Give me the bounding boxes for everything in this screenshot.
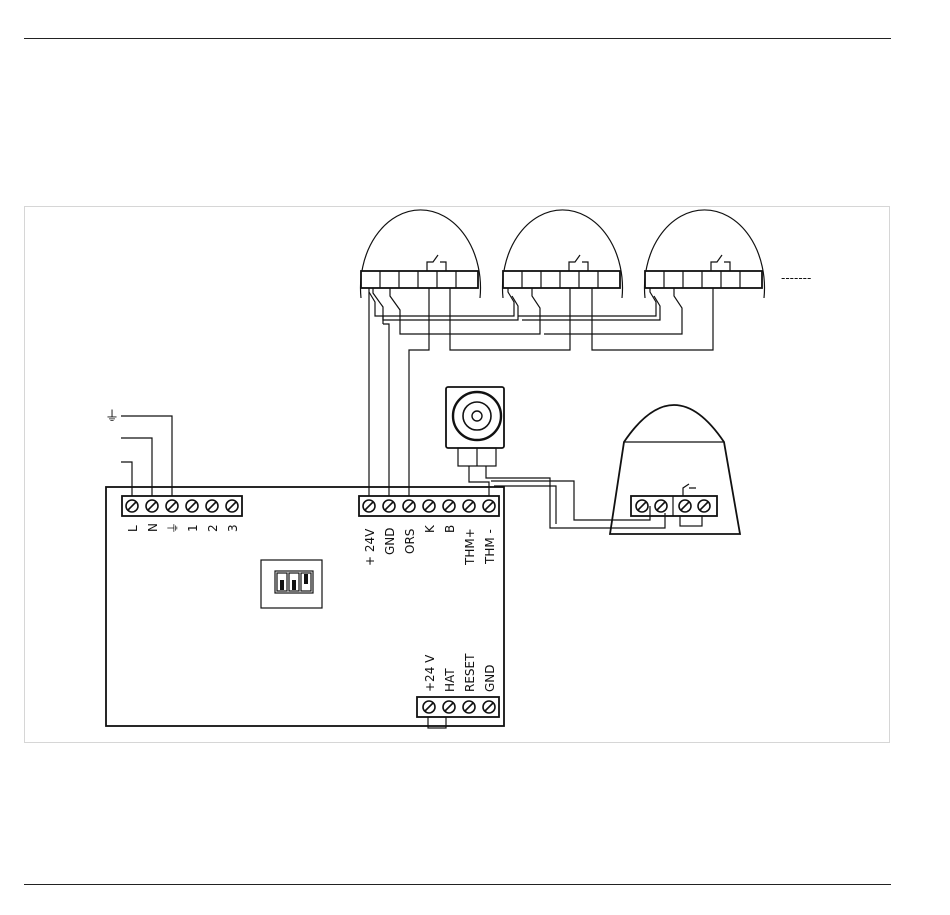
sounder xyxy=(446,387,504,466)
terminal-label-hat: HAT xyxy=(443,668,457,692)
terminal-label-24v: + 24V xyxy=(363,528,377,566)
terminal-label-1: 1 xyxy=(186,524,200,532)
detector-2 xyxy=(502,210,622,298)
terminal-label-3: 3 xyxy=(226,524,240,532)
mains-terminal-block xyxy=(122,496,242,516)
terminal-label-2: 2 xyxy=(206,524,220,532)
continuation-dashes: ------- xyxy=(781,271,811,285)
terminal-label-L: L xyxy=(126,525,140,532)
bus-feed-wiring xyxy=(369,288,429,496)
terminal-label-b: B xyxy=(443,525,457,533)
terminal-label-earth: ⏚ xyxy=(166,522,180,534)
terminal-label-gnd: GND xyxy=(383,527,397,555)
detector-3 xyxy=(644,210,764,298)
heat-detector xyxy=(610,405,740,534)
terminal-label-thm-plus: THM+ xyxy=(463,528,477,566)
terminal-label-k: K xyxy=(423,524,437,533)
terminal-label-ors: ORS xyxy=(403,529,417,554)
terminal-label-reset: RESET xyxy=(463,653,477,692)
mains-leads: ⏚ xyxy=(105,409,172,496)
detector-3-relay-contact xyxy=(711,255,730,271)
terminal-label-aux-24v: +24 V xyxy=(423,654,437,692)
control-unit: L N ⏚ 1 2 3 + 24V GND ORS K B THM+ THM - xyxy=(106,487,504,728)
terminal-label-thm-minus: THM - xyxy=(483,529,497,565)
terminal-label-aux-gnd: GND xyxy=(483,664,497,692)
detector-bus-wiring xyxy=(369,288,713,350)
detector-1-relay-contact xyxy=(427,255,446,271)
detector-2-relay-contact xyxy=(569,255,588,271)
earth-symbol: ⏚ xyxy=(105,409,119,425)
detector-1 xyxy=(361,210,481,298)
terminal-label-N: N xyxy=(146,523,160,532)
